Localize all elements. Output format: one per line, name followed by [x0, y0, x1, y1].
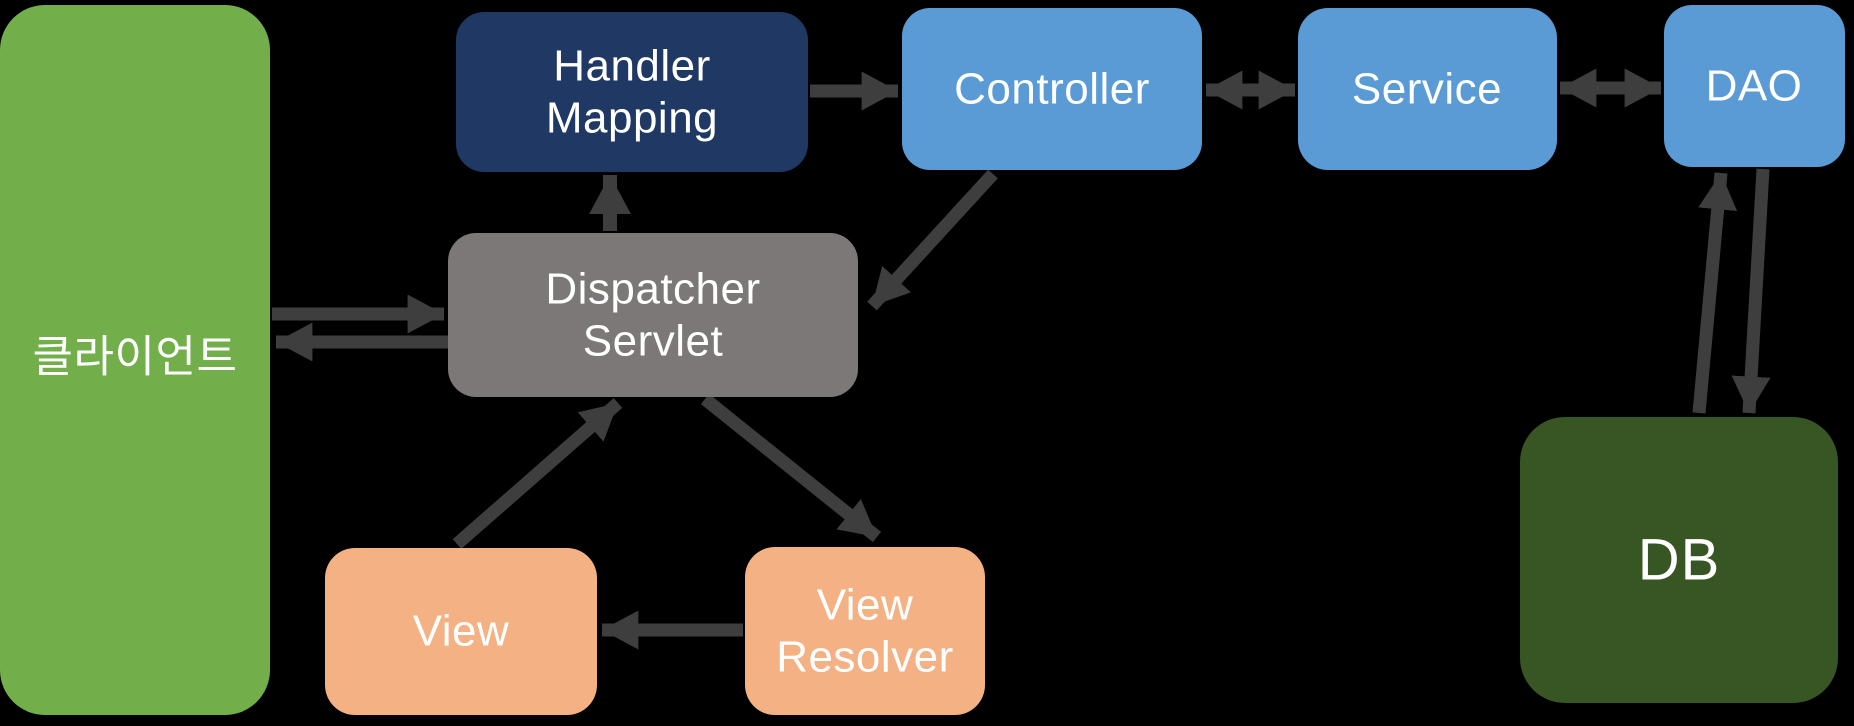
controller-label: Controller: [954, 65, 1150, 114]
dao-box: [1664, 5, 1845, 167]
handler-mapping-box: [456, 12, 808, 172]
view-resolver-label-line1: View: [817, 581, 914, 630]
dispatcher-servlet-label-line1: Dispatcher: [545, 265, 760, 314]
handler-mapping-label-line1: Handler: [553, 42, 711, 91]
handler-mapping-label-line2: Mapping: [546, 94, 718, 143]
arrow-view-to-dispatcher: [452, 398, 623, 549]
view-label: View: [413, 607, 510, 656]
controller-box: [902, 8, 1202, 170]
dao-label: DAO: [1706, 62, 1803, 111]
diagram-nodes: 클라이언트 Handler Mapping Controller Service…: [0, 5, 1845, 715]
arrow-controller-to-dispatcher: [867, 169, 998, 311]
dispatcher-servlet-box: [448, 233, 858, 397]
arrow-dao-to-db: [1731, 168, 1771, 414]
db-label: DB: [1638, 528, 1721, 593]
service-label: Service: [1352, 65, 1502, 114]
diagram-edges: [272, 68, 1771, 650]
view-resolver-box: [745, 547, 985, 715]
client-label: 클라이언트: [33, 333, 238, 382]
arrow-dispatcher-to-view-resolver: [700, 393, 882, 543]
db-box: [1520, 417, 1838, 703]
view-resolver-label-line2: Resolver: [776, 633, 954, 682]
service-box: [1298, 8, 1557, 170]
dispatcher-servlet-label-line2: Servlet: [583, 317, 723, 366]
client-box: [0, 5, 270, 715]
arrow-db-to-dao: [1692, 172, 1738, 414]
view-box: [325, 548, 597, 715]
